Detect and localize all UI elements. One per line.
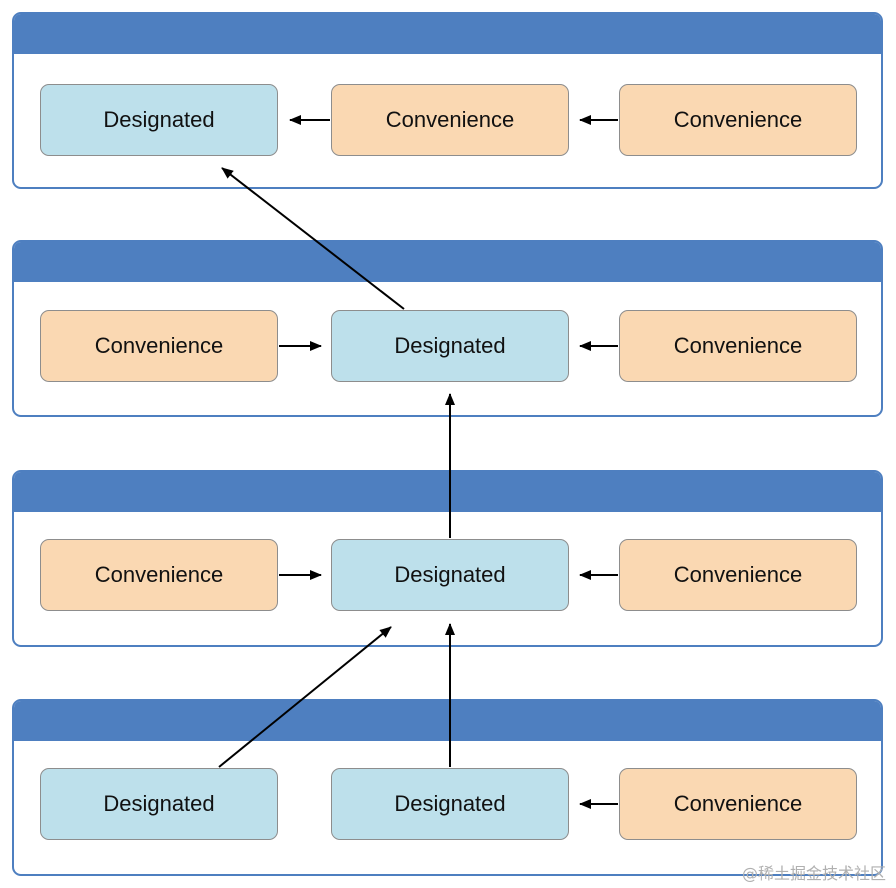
initializer-node-1-1: Designated xyxy=(40,84,278,156)
initializer-node-1-2: Convenience xyxy=(331,84,569,156)
panel-header-2 xyxy=(14,242,881,282)
initializer-node-2-2: Designated xyxy=(331,310,569,382)
panel-header-1 xyxy=(14,14,881,54)
initializer-node-4-3: Convenience xyxy=(619,768,857,840)
panel-header-4 xyxy=(14,701,881,741)
initializer-node-3-2: Designated xyxy=(331,539,569,611)
initializer-node-4-2: Designated xyxy=(331,768,569,840)
initializer-node-3-3: Convenience xyxy=(619,539,857,611)
initializer-node-2-3: Convenience xyxy=(619,310,857,382)
initializer-node-4-1: Designated xyxy=(40,768,278,840)
initializer-node-1-3: Convenience xyxy=(619,84,857,156)
initializer-node-3-1: Convenience xyxy=(40,539,278,611)
watermark: @稀土掘金技术社区 xyxy=(741,864,886,883)
panel-header-3 xyxy=(14,472,881,512)
initializer-node-2-1: Convenience xyxy=(40,310,278,382)
